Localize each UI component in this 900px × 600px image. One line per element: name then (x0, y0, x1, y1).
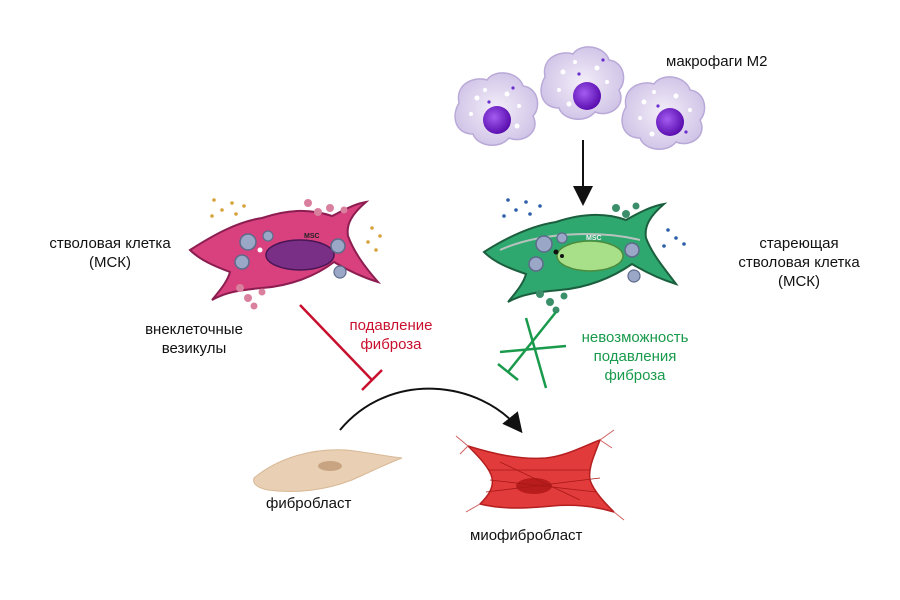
senescent-label-line-2: стволовая клетка (738, 254, 860, 271)
no-suppression-label-line-3: фиброза (604, 367, 666, 384)
vesicles-label-line-1: внеклеточные (145, 321, 243, 338)
macrophage-2 (540, 46, 625, 120)
myofibroblast-label: миофибробласт (470, 527, 583, 544)
msc-label-line-2: (МСК) (88, 254, 132, 271)
myofibroblast-cell (455, 429, 625, 521)
fibroblast-label: фибробласт (266, 495, 352, 512)
msc-label: стволовая клетка (МСК) (40, 234, 180, 272)
senescent-label-line-3: (МСК) (777, 273, 821, 290)
suppression-inhibit-line (299, 304, 383, 391)
no-suppression-label-line-1: невозможность (581, 329, 689, 346)
vesicles-label: внеклеточные везикулы (134, 320, 254, 358)
suppression-label: подавление фиброза (336, 316, 446, 354)
no-suppression-label-line-2: подавления (593, 348, 677, 365)
no-suppression-label: невозможность подавления фиброза (560, 328, 710, 385)
macrophage-1 (454, 72, 539, 146)
extracellular-vesicles (210, 198, 382, 310)
senescent-msc-cell-tag: MSC (586, 235, 602, 242)
senescent-msc-label: стареющая стволовая клетка (МСК) (724, 234, 874, 291)
no-suppression-inhibit-line (497, 311, 567, 389)
vesicles-label-line-2: везикулы (161, 340, 227, 357)
macrophage-3 (621, 76, 706, 150)
fibroblast-cell (253, 449, 403, 492)
suppression-label-line-2: фиброза (360, 336, 422, 353)
differentiation-arrow (339, 387, 523, 434)
senescent-label-line-1: стареющая (759, 235, 839, 252)
msc-cell (188, 200, 382, 301)
macrophages-label: макрофаги М2 (666, 53, 768, 70)
suppression-label-line-1: подавление (349, 317, 433, 334)
msc-label-line-1: стволовая клетка (49, 235, 171, 252)
senescent-secretions (502, 198, 686, 314)
msc-cell-tag: MSC (304, 233, 320, 240)
senescent-msc-cell (482, 202, 679, 303)
